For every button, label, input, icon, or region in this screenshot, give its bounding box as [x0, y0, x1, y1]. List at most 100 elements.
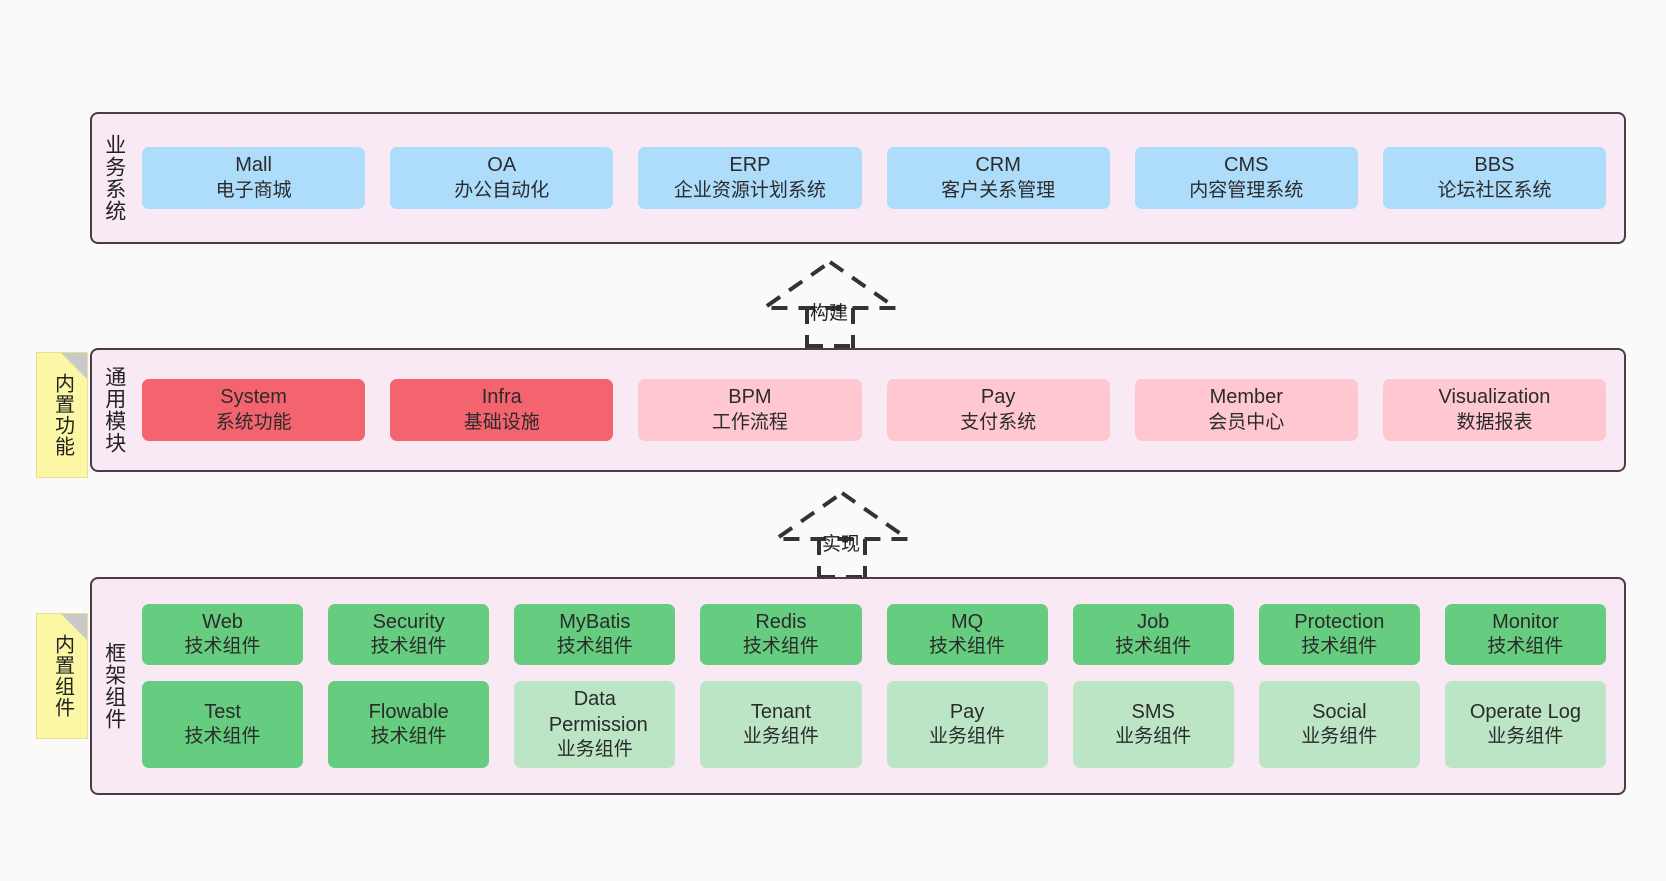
component-name: Security	[372, 611, 445, 634]
component-name: MyBatis	[559, 611, 631, 634]
module-desc: 会员中心	[1208, 411, 1285, 433]
connector-realize: 实现	[769, 489, 915, 579]
component-desc: 业务组件	[929, 726, 1006, 748]
component-desc: 技术组件	[184, 636, 261, 658]
module-name: Infra	[481, 386, 522, 409]
component-card-redis[interactable]: Redis 技术组件	[700, 604, 862, 666]
component-card-social[interactable]: Social 业务组件	[1258, 681, 1420, 768]
layer-row: System 系统功能 Infra 基础设施 BPM 工作流程 Pay 支付系统…	[142, 379, 1607, 441]
component-card-data-permission[interactable]: Data Permission 业务组件	[514, 681, 676, 768]
module-desc: 内容管理系统	[1189, 179, 1304, 201]
component-desc: 业务组件	[742, 726, 819, 748]
component-name: SMS	[1131, 701, 1175, 723]
component-name: Pay	[949, 701, 985, 723]
module-card-system[interactable]: System 系统功能	[142, 379, 366, 441]
module-name: OA	[487, 154, 517, 177]
module-name: CMS	[1224, 154, 1269, 177]
module-desc: 客户关系管理	[941, 179, 1056, 201]
component-desc: 技术组件	[556, 636, 633, 658]
component-card-protection[interactable]: Protection 技术组件	[1258, 604, 1420, 666]
component-name: Operate Log	[1469, 701, 1582, 723]
module-name: Visualization	[1438, 386, 1551, 409]
layer-business-system: 业务系统 Mall 电子商城 OA 办公自动化 ERP 企业资源计划系统 CRM…	[90, 112, 1626, 244]
component-name: Job	[1137, 611, 1170, 634]
module-card-member[interactable]: Member 会员中心	[1134, 379, 1358, 441]
component-name: Tenant	[750, 701, 811, 723]
component-desc: 技术组件	[742, 636, 819, 658]
module-desc: 支付系统	[960, 411, 1037, 433]
component-desc: 技术组件	[370, 726, 447, 748]
module-desc: 系统功能	[215, 411, 292, 433]
module-desc: 基础设施	[463, 411, 540, 433]
component-card-operate-log[interactable]: Operate Log 业务组件	[1444, 681, 1606, 768]
sticky-note-text: 内置功能	[51, 373, 74, 457]
component-name: Test	[204, 701, 241, 723]
component-desc: 技术组件	[370, 636, 447, 658]
module-card-pay[interactable]: Pay 支付系统	[886, 379, 1110, 441]
layer-common-module: 通用模块 System 系统功能 Infra 基础设施 BPM 工作流程 Pay…	[90, 348, 1626, 472]
module-name: Member	[1209, 386, 1283, 409]
layer-row-business: Test 技术组件 Flowable 技术组件 Data Permission …	[142, 681, 1606, 768]
component-name: Web	[202, 611, 243, 634]
module-card-infra[interactable]: Infra 基础设施	[390, 379, 614, 441]
component-desc: 业务组件	[1487, 726, 1564, 748]
module-desc: 数据报表	[1456, 411, 1533, 433]
module-name: CRM	[975, 154, 1021, 177]
layer-row-technical: Web 技术组件 Security 技术组件 MyBatis 技术组件 Redi…	[142, 604, 1606, 666]
component-name: Redis	[755, 611, 807, 634]
dashed-realization-arrow-icon	[757, 259, 903, 348]
component-desc: 技术组件	[1115, 636, 1192, 658]
component-card-job[interactable]: Job 技术组件	[1072, 604, 1234, 666]
connector-realize-label: 实现	[822, 534, 861, 555]
component-desc: 技术组件	[184, 726, 261, 748]
component-card-sms[interactable]: SMS 业务组件	[1072, 681, 1234, 768]
module-name: BPM	[728, 386, 772, 409]
component-name: Monitor	[1492, 611, 1559, 634]
component-card-monitor[interactable]: Monitor 技术组件	[1444, 604, 1606, 666]
module-card-cms[interactable]: CMS 内容管理系统	[1134, 147, 1358, 209]
module-desc: 电子商城	[215, 179, 292, 201]
component-desc: 技术组件	[929, 636, 1006, 658]
note-fold-corner-icon	[61, 353, 87, 379]
layer-framework-component: 框架组件 Web 技术组件 Security 技术组件 MyBatis 技术组件…	[90, 577, 1626, 795]
component-name: Data Permission	[548, 688, 648, 736]
component-name: Protection	[1294, 611, 1385, 634]
sticky-note-text: 内置组件	[51, 634, 74, 718]
component-card-web[interactable]: Web 技术组件	[142, 604, 304, 666]
component-desc: 业务组件	[556, 738, 633, 760]
module-desc: 办公自动化	[454, 179, 550, 201]
sticky-note-builtin-function: 内置功能	[36, 352, 88, 478]
component-desc: 业务组件	[1115, 726, 1192, 748]
component-card-mybatis[interactable]: MyBatis 技术组件	[514, 604, 676, 666]
component-name: MQ	[950, 611, 984, 634]
module-name: ERP	[729, 154, 771, 177]
module-card-oa[interactable]: OA 办公自动化	[390, 147, 614, 209]
component-card-mq[interactable]: MQ 技术组件	[886, 604, 1048, 666]
layer-title-common: 通用模块	[102, 366, 126, 454]
component-name: Social	[1312, 701, 1367, 723]
module-desc: 论坛社区系统	[1437, 179, 1552, 201]
component-desc: 业务组件	[1301, 726, 1378, 748]
module-card-mall[interactable]: Mall 电子商城	[142, 147, 366, 209]
component-card-security[interactable]: Security 技术组件	[328, 604, 490, 666]
module-desc: 企业资源计划系统	[673, 179, 826, 201]
sticky-note-builtin-component: 内置组件	[36, 613, 88, 739]
component-card-flowable[interactable]: Flowable 技术组件	[328, 681, 490, 768]
module-card-bbs[interactable]: BBS 论坛社区系统	[1382, 147, 1607, 209]
connector-build-label: 构建	[810, 303, 849, 324]
layer-body-common: System 系统功能 Infra 基础设施 BPM 工作流程 Pay 支付系统…	[136, 350, 1624, 470]
layer-body-business: Mall 电子商城 OA 办公自动化 ERP 企业资源计划系统 CRM 客户关系…	[136, 114, 1624, 242]
module-card-erp[interactable]: ERP 企业资源计划系统	[638, 147, 862, 209]
module-card-visualization[interactable]: Visualization 数据报表	[1382, 379, 1607, 441]
module-name: Pay	[980, 386, 1016, 409]
component-desc: 技术组件	[1301, 636, 1378, 658]
layer-title-framework: 框架组件	[102, 642, 126, 730]
module-card-crm[interactable]: CRM 客户关系管理	[886, 147, 1110, 209]
module-desc: 工作流程	[711, 411, 788, 433]
layer-body-framework: Web 技术组件 Security 技术组件 MyBatis 技术组件 Redi…	[136, 579, 1624, 793]
component-card-tenant[interactable]: Tenant 业务组件	[700, 681, 862, 768]
component-card-test[interactable]: Test 技术组件	[142, 681, 304, 768]
module-card-bpm[interactable]: BPM 工作流程	[638, 379, 862, 441]
component-card-pay[interactable]: Pay 业务组件	[886, 681, 1048, 768]
